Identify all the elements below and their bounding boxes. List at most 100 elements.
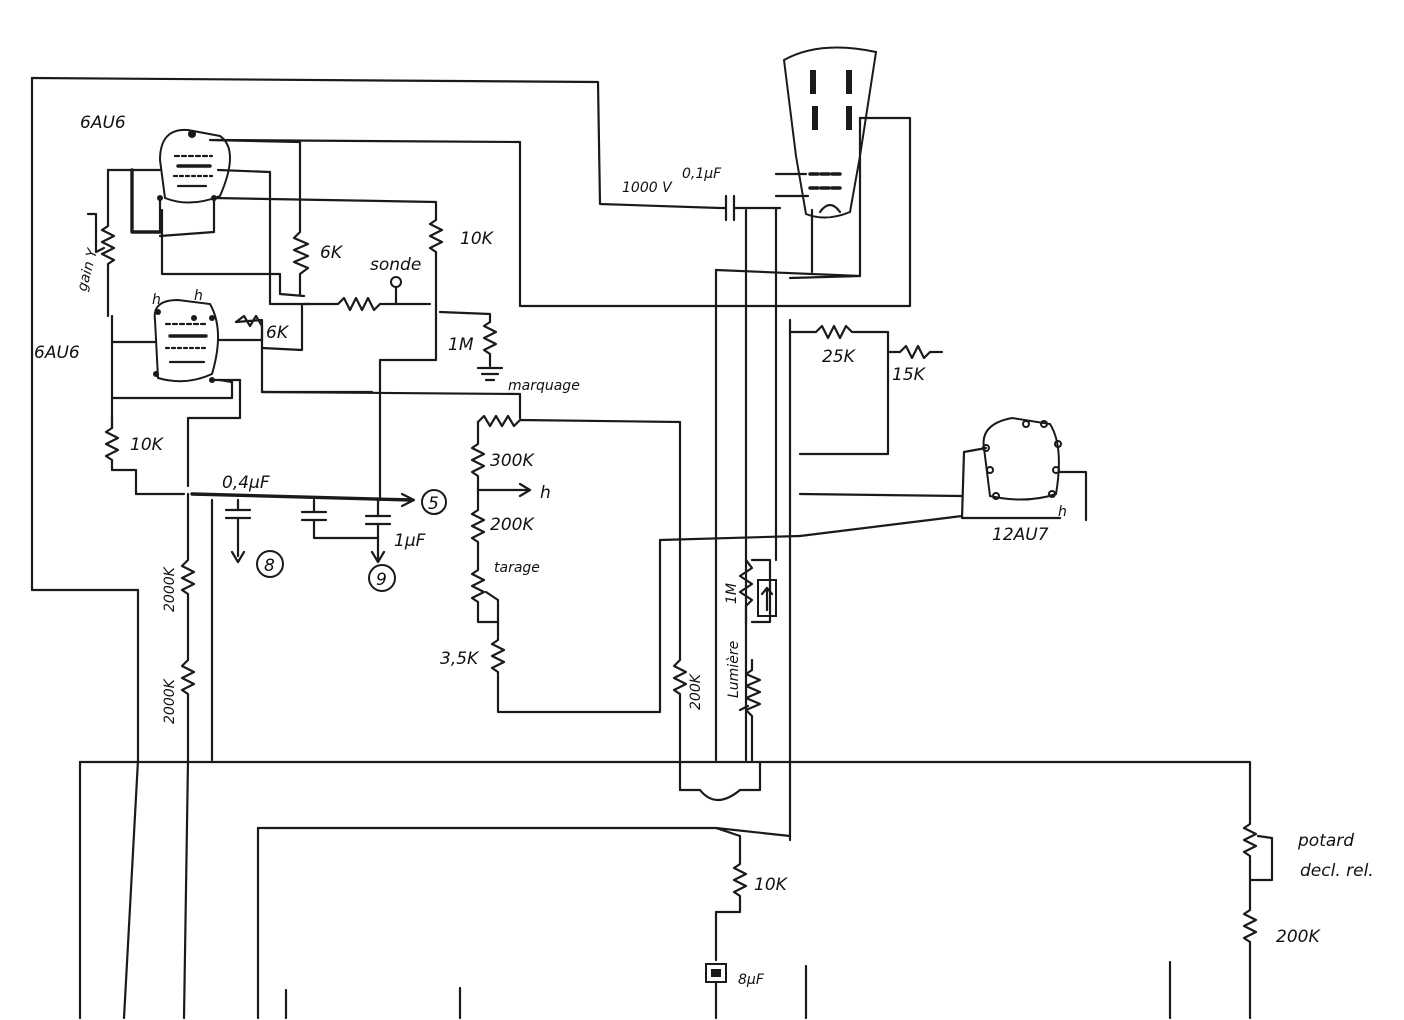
h-arrow-label: h — [540, 483, 551, 503]
r-2000k-b-label: 2000K — [162, 677, 178, 724]
arrow-node9-icon — [370, 550, 386, 564]
cap-01uf — [718, 194, 782, 222]
resistor-10k-left — [104, 414, 186, 496]
v-1000-label: 1000 V — [622, 180, 673, 196]
resistor-200k-vertical — [672, 538, 688, 762]
r-200k-right-label: 200K — [1276, 927, 1321, 947]
resistor-300k — [470, 420, 486, 502]
node9-label: 9 — [376, 570, 387, 590]
r-6k-lower-label: 6K — [266, 323, 290, 343]
tube2-label: 6AU6 — [34, 343, 80, 363]
node9-circle — [368, 564, 396, 592]
c-8uf-label: 8µF — [738, 972, 765, 988]
r-3-5k-label: 3,5K — [440, 649, 480, 669]
crt-tube — [782, 46, 878, 219]
resistor-6k-upper — [292, 212, 310, 296]
potard-label: potard — [1297, 831, 1354, 851]
node5-circle — [421, 489, 447, 515]
t1-wire-h — [160, 208, 306, 298]
resistor-300k-top — [476, 414, 682, 542]
r-200k-vertical-label: 200K — [688, 672, 704, 710]
r-1m-lumiere-label: 1M — [724, 583, 740, 604]
lumiere-arrow-icon — [760, 586, 774, 612]
resistor-2000k-b — [180, 638, 196, 762]
gain-label: gain Y — [74, 246, 101, 293]
r-300k-label: 300K — [490, 451, 535, 471]
arrow-h-icon — [476, 482, 532, 498]
resistor-10k-upper — [428, 212, 444, 306]
cap-1uf — [364, 498, 392, 562]
resistor-2000k-a — [180, 492, 196, 642]
tube-6au6-upper — [157, 128, 231, 204]
c-01uf-label: 0,1µF — [682, 166, 722, 182]
tube3-label: 12AU7 — [992, 525, 1049, 545]
arrow-node5-icon — [400, 492, 416, 508]
t1-wire-d — [158, 196, 216, 238]
cap-04-a — [224, 498, 252, 558]
t2-wire-c — [216, 318, 264, 342]
node5-label: 5 — [428, 494, 439, 514]
tube2-h-right: h — [194, 288, 203, 304]
pot-lumiere-wiper — [738, 704, 750, 712]
sonde-probe-icon — [390, 276, 402, 288]
resistor-10k-bottom — [714, 826, 748, 962]
node8-circle — [256, 550, 284, 578]
crt-wire-c — [788, 116, 862, 280]
outer-frame-left — [30, 76, 722, 210]
lower-bus — [256, 826, 792, 838]
gain-pot-wiper — [86, 212, 106, 254]
resistor-1m-lumiere — [738, 558, 754, 626]
tube-6au6-lower — [153, 298, 220, 383]
r-1m-marquage-label: 1M — [448, 335, 474, 355]
r-15k-label: 15K — [892, 365, 927, 385]
r-6k-lower-link — [260, 302, 304, 352]
t1-wire-e — [212, 196, 438, 216]
resistor-15k — [886, 344, 944, 360]
tube2-h-left: h — [152, 292, 161, 308]
ground-marquage-icon — [476, 366, 504, 382]
bottom-loop — [678, 760, 762, 802]
gain-pot — [100, 168, 116, 318]
node8-label: 8 — [264, 556, 275, 576]
t3-wire-c — [798, 492, 964, 498]
lumiere-label: Lumière — [726, 641, 742, 698]
mid-wire-a — [378, 302, 438, 386]
t3-wire-b — [1058, 470, 1088, 522]
marquage-label: marquage — [508, 378, 580, 394]
resistor-sonde — [302, 296, 432, 312]
pot-tarage — [470, 558, 500, 624]
tube-12au7 — [982, 416, 1062, 501]
tube3-h-label: h — [1058, 504, 1067, 520]
pot-lumiere — [744, 658, 762, 762]
resistor-25k — [788, 324, 890, 456]
cap-04-b — [300, 498, 380, 540]
t2-wire-f — [186, 378, 242, 488]
arrow-node8-icon — [230, 550, 246, 564]
bottom-leads — [78, 758, 1172, 1020]
mid-wire-b — [260, 390, 522, 420]
r-200k-ladder-label: 200K — [490, 515, 535, 535]
pot-potard — [1242, 816, 1274, 882]
tarage-label: tarage — [494, 560, 540, 576]
t1-wire-a — [130, 168, 162, 234]
resistor-200k-right — [1242, 878, 1258, 1020]
r-10k-left-label: 10K — [130, 435, 165, 455]
r-10k-bottom-label: 10K — [754, 875, 789, 895]
outer-frame-left-side — [30, 76, 140, 592]
r-6k-upper-label: 6K — [320, 243, 344, 263]
lumiere-cell-icon — [757, 579, 777, 617]
c-1uf-label: 1µF — [394, 531, 426, 551]
resistor-3-5k — [490, 534, 802, 714]
cap-8uf-fill — [711, 969, 721, 977]
sonde-label: sonde — [370, 255, 421, 275]
r-2000k-a-label: 2000K — [162, 565, 178, 612]
bottom-bus — [78, 760, 1252, 820]
t2-wire-d — [110, 378, 234, 400]
r-25k-label: 25K — [822, 347, 857, 367]
tube1-label: 6AU6 — [80, 113, 126, 133]
t1-wire-f — [216, 168, 312, 306]
decl-label: decl. rel. — [1300, 861, 1374, 881]
t3-wire-d — [798, 514, 964, 538]
resistor-200k-ladder — [470, 498, 486, 562]
